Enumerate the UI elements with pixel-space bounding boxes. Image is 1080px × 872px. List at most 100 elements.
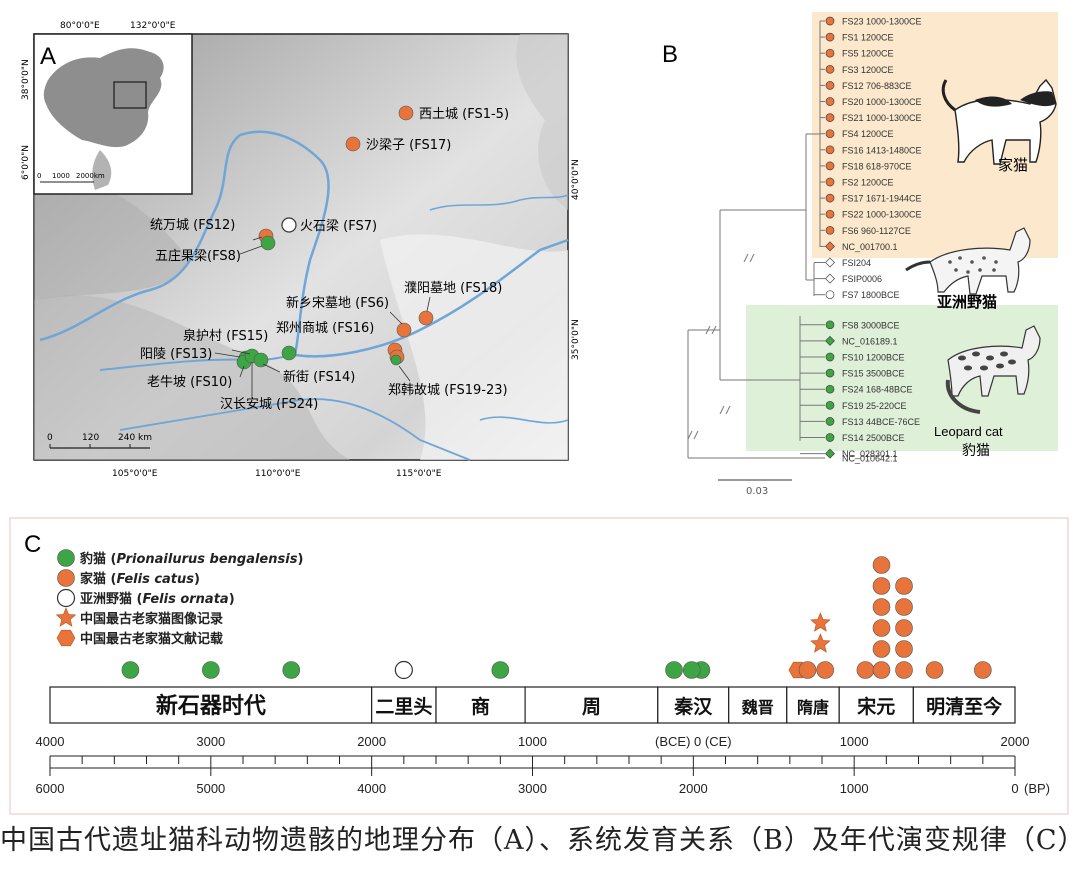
legend-item: 中国最古老家猫文献记载 [56, 629, 223, 647]
tip-marker [825, 16, 835, 26]
tip-label: FS16 1413-1480CE [842, 145, 922, 155]
tip-label: FS3 1200CE [842, 65, 894, 75]
timeline-marker-domestic [872, 556, 891, 574]
tip-label: FS4 1200CE [842, 129, 894, 139]
tip-label: FS12 706-883CE [842, 81, 912, 91]
tip-label: FS15 3500BCE [842, 369, 905, 379]
timeline-marker-domestic [895, 598, 913, 616]
inset-scalebar: 0 1000 2000km [37, 172, 105, 183]
timeline-marker-domestic [974, 661, 992, 679]
period-box: 秦汉 [657, 686, 730, 724]
figure-caption: 中国古代遗址猫科动物遗骸的地理分布（A）、系统发育关系（B）及年代演变规律（C） [0, 825, 1080, 856]
tip-marker [825, 384, 835, 394]
period-label: 宋元 [856, 695, 895, 718]
period-box: 魏晋 [728, 686, 788, 724]
site-xitucheng-marker [398, 105, 414, 121]
bottom-tick-105e: 105°0'0"E [112, 469, 158, 479]
tree-tip: NC_001700.1 [825, 241, 898, 252]
bp-tick-label: 0 [1011, 781, 1018, 796]
scale-120: 120 [82, 433, 99, 443]
panel-a-map: A 0 1000 2000km 80°0'0"E 132°0'0"E 38°0'… [21, 21, 581, 479]
period-label: 明清至今 [926, 695, 1002, 718]
bp-unit-label: (BP) [1024, 781, 1050, 796]
tip-marker [825, 352, 835, 362]
tree-tip: FS14 2500BCE [825, 433, 905, 443]
site-label-puyang: 濮阳墓地 (FS18) [404, 281, 502, 296]
tip-label: FS13 44BCE-76CE [842, 417, 920, 427]
tree-tip: FS13 44BCE-76CE [825, 417, 920, 427]
period-box: 隋唐 [786, 686, 840, 724]
tree-tip: FS16 1413-1480CE [825, 145, 922, 155]
tree-tip: FS24 168-48BCE [825, 384, 913, 395]
bp-tick-label: 4000 [357, 781, 386, 796]
tip-label: FS24 168-48BCE [842, 385, 913, 395]
tree-tip: FS4 1200CE [825, 129, 894, 139]
tip-label: FS5 1200CE [842, 49, 894, 59]
site-label-tongwancheng: 统万城 (FS12) [150, 218, 235, 233]
tip-label: FS23 1000-1300CE [842, 17, 922, 27]
panel-c-frame [9, 517, 1069, 815]
legend-text: 家猫 (Felis catus) [80, 571, 200, 587]
asian-wildcat-illustration [905, 227, 1031, 295]
legend-text: 豹猫 (Prionailurus bengalensis) [79, 551, 303, 567]
tip-label: FS7 1800BCE [842, 290, 900, 300]
tip-marker [825, 320, 835, 330]
tree-tip: FS21 1000-1300CE [825, 113, 922, 123]
right-tick-35n: 35°0'0"N [571, 319, 581, 360]
site-label-xitucheng: 西土城 (FS1-5) [419, 107, 509, 122]
site-puyang-marker [418, 310, 434, 326]
top-tick-132e: 132°0'0"E [130, 21, 176, 31]
panel-b-label: B [662, 41, 678, 68]
inset-study-area [113, 81, 147, 109]
period-rect [435, 686, 526, 724]
tree-tip: FS2 1200CE [825, 177, 894, 188]
legend-text: 中国最古老家猫文献记载 [80, 631, 223, 647]
legend-item: 亚洲野猫 (Felis ornata) [56, 588, 235, 608]
tree-tip: FS7 1800BCE [825, 290, 900, 300]
period-box: 明清至今 [912, 686, 1016, 724]
domestic-cat-illustration [941, 78, 1057, 165]
tip-marker [825, 129, 835, 139]
timeline-marker-leopard [682, 661, 701, 679]
site-label-hanchangan: 汉长安城 (FS24) [220, 397, 318, 412]
leopard-cat-label-cn: 豹猫 [962, 443, 990, 459]
period-rect [657, 686, 730, 724]
tree-tip: FS22 1000-1300CE [825, 210, 922, 220]
tip-label: NC_001700.1 [842, 242, 898, 252]
tip-label: FS22 1000-1300CE [842, 210, 922, 220]
map-scalebar: 0 120 240 km [47, 433, 152, 449]
timeline-marker-domestic [895, 577, 913, 595]
tip-marker [825, 177, 835, 187]
timeline-markers [121, 556, 992, 680]
bottom-tick-110e: 110°0'0"E [255, 469, 301, 479]
wei-river [99, 354, 296, 371]
tip-marker [825, 161, 835, 171]
timeline-marker-domestic [798, 661, 817, 679]
bp-tick-label: 1000 [840, 781, 869, 796]
panel-a-label: A [40, 43, 56, 70]
timeline-marker-domestic [872, 661, 891, 679]
tip-label: FS2 1200CE [842, 178, 894, 188]
period-rect [912, 686, 1016, 724]
legend-marker [55, 607, 77, 627]
leopard-cat-illustration [945, 325, 1041, 414]
tip-label: FS14 2500BCE [842, 433, 905, 443]
timeline-marker-star [810, 612, 831, 632]
period-label: 隋唐 [797, 698, 829, 717]
tip-marker [825, 193, 835, 203]
site-xinxiang-marker [396, 322, 412, 338]
legend-item: 中国最古老家猫图像记录 [55, 607, 223, 627]
tip-label: FS6 960-1127CE [842, 226, 911, 236]
tip-label: FSIP0006 [842, 274, 882, 284]
timeline-marker-domestic [895, 661, 913, 679]
period-rect [524, 686, 659, 724]
period-box: 周 [524, 686, 659, 724]
site-label-laoniupo: 老牛坡 (FS10) [147, 375, 232, 390]
bottom-tick-115e: 115°0'0"E [396, 469, 442, 479]
inset-scale-1000: 1000 [52, 172, 70, 180]
tip-label: NC_016189.1 [842, 336, 898, 346]
